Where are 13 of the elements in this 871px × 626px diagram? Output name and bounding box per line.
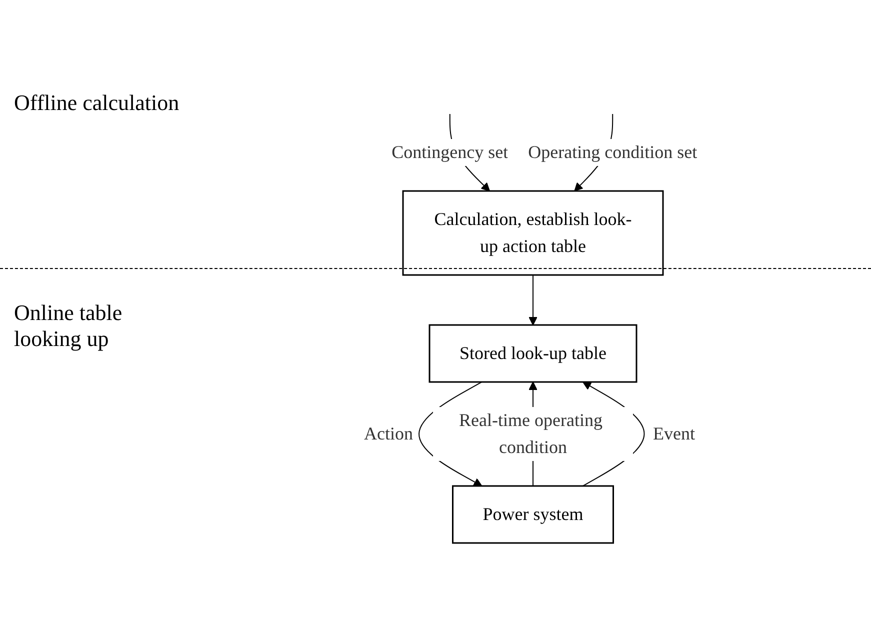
node-box: Stored look-up table [428,324,638,382]
arrow [582,381,645,486]
edge-label: Real-time operating condition [458,409,602,456]
arrow [528,274,538,325]
edge-label: Operating condition set [528,142,698,162]
node-box: Calculation, establish look-up action table [402,190,664,276]
edge-label: Action [364,422,413,443]
node-box: Power system [452,484,614,544]
edge-label: Event [652,422,695,443]
arrow [418,381,482,486]
edge-label: Contingency set [392,142,508,162]
section-label: Offline calculation [14,90,180,116]
section-label: Online table looking up [14,300,124,352]
